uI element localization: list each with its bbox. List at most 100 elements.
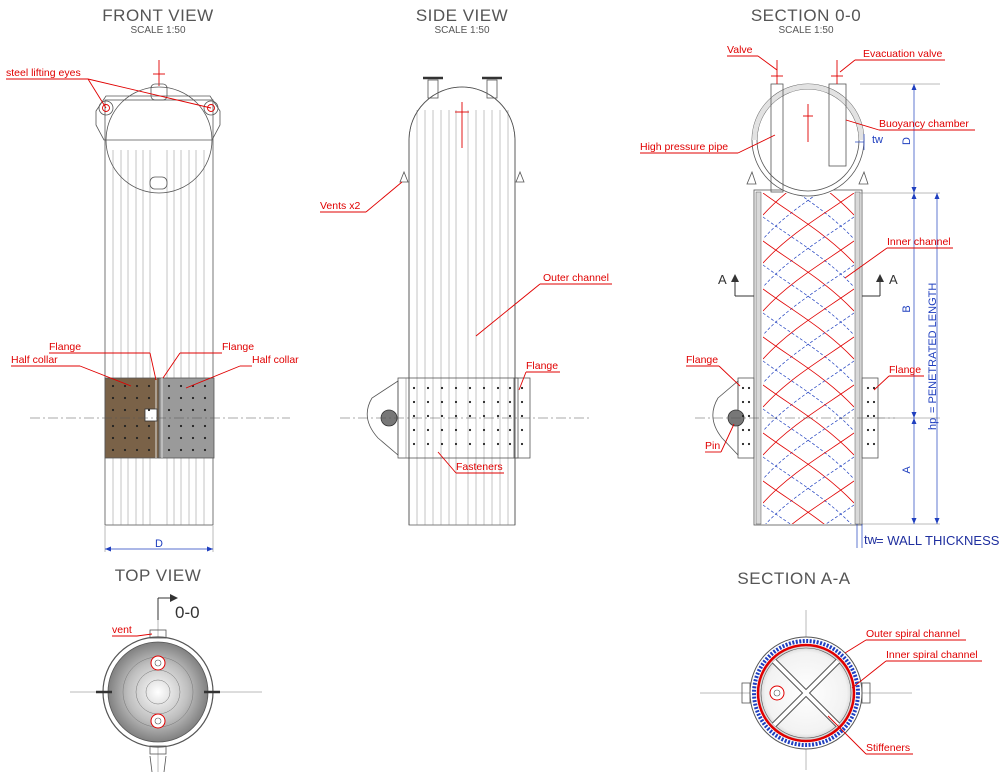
inner-spiral-line [829,193,854,216]
section-dim-d: D [901,137,913,145]
side-bolt [520,414,524,418]
side-fitting-left [427,79,439,99]
section-mark-a-right: A [889,272,898,287]
front-bolt [203,436,207,440]
front-bolt [179,384,183,388]
side-bolt [454,400,458,404]
section-dim-b: B [901,305,913,312]
half-collar-right [158,377,215,459]
callout-flange-section-left: Flange [686,354,718,366]
section-bolt [872,386,876,390]
aa-lug-left [741,682,751,704]
front-bolt [135,408,139,412]
section-dim-tw-top: tw [872,134,883,146]
side-bolt [454,414,458,418]
side-bolt [426,442,430,446]
section-spiral-channels [763,193,854,599]
side-bolt [426,414,430,418]
side-bolt [412,400,416,404]
front-bolt [147,424,151,428]
front-bolt [203,424,207,428]
section-bolt [747,414,751,418]
section-bolt [747,442,751,446]
side-bolt [440,400,444,404]
front-bolt [135,436,139,440]
side-bolt [482,386,486,390]
side-bolt [468,442,472,446]
inner-spiral-line [763,193,787,216]
top-view: 0-0 vent [70,594,262,773]
section-mark-a-left: A [718,272,727,287]
section-00-title: SECTION 0-0 [751,6,861,25]
front-bolt [123,436,127,440]
side-bolt [496,428,500,432]
outer-spiral-line [763,193,820,240]
section-bolt [866,400,870,404]
side-fitting-right [486,79,498,99]
section-mark-00: 0-0 [175,603,200,622]
section-bolt [741,442,745,446]
front-bolt [203,408,207,412]
section-bolt [747,428,751,432]
side-bolt [468,428,472,432]
side-bolt [508,414,512,418]
front-bolt [167,384,171,388]
callout-flange-section-right: Flange [889,364,921,376]
evacuation-valve-body [828,83,847,167]
front-view: D steel lifting eyes Flange Half collar … [6,60,299,552]
callout-outer-channel: Outer channel [543,272,609,284]
side-bolt [508,400,512,404]
section-bolt [741,400,745,404]
front-bolt [203,448,207,452]
front-dome [105,86,213,194]
side-body-channels [416,110,509,525]
inner-spiral-line [763,529,854,599]
outer-spiral-line [763,264,854,336]
callout-flange-front-left: Flange [49,341,81,353]
callout-flange-side: Flange [526,360,558,372]
section-bolt [872,442,876,446]
side-bolt [412,428,416,432]
outer-spiral-line [763,360,854,432]
front-bolt [191,396,195,400]
aa-outer-spiral-channel [752,639,860,747]
side-view: Vents x2 Outer channel Flange Fasteners [320,76,612,526]
front-bolt [147,448,151,452]
outer-spiral-line [763,312,854,384]
callout-flange-front-right: Flange [222,341,254,353]
inner-spiral-line [763,193,854,264]
front-bolt [147,384,151,388]
section-dim-tw-bottom: tw [864,532,878,547]
section-bolt [872,428,876,432]
inner-spiral-line [763,288,854,360]
front-bolt [147,436,151,440]
front-bolt [123,396,127,400]
outer-spiral-line [763,456,852,524]
side-bolt [440,414,444,418]
side-bolt [508,442,512,446]
front-valve [150,83,168,101]
front-bolt [167,408,171,412]
inner-spiral-line [763,336,854,408]
front-bolt [135,396,139,400]
callout-lifting-eyes: steel lifting eyes [6,67,81,79]
section-bolt [866,386,870,390]
side-bolt [496,386,500,390]
inner-spiral-line [763,384,854,456]
callout-inner-channel: Inner channel [887,236,951,248]
front-body-channels [112,150,205,525]
callout-outer-spiral-channel: Outer spiral channel [866,628,960,640]
section-aa-view: Outer spiral channel Inner spiral channe… [700,610,982,770]
callout-vent: vent [112,624,132,636]
front-bolt [123,424,127,428]
front-bolt [167,424,171,428]
front-bolt [111,424,115,428]
top-vent-lower [149,745,167,755]
inner-spiral-line [763,529,854,599]
section-dim-hp: hp [927,418,939,430]
side-vent-left [399,170,409,183]
front-bolt [111,436,115,440]
lifting-eye-right [203,100,219,116]
side-pin-lug [366,380,399,456]
section-dim-a: A [901,466,913,474]
